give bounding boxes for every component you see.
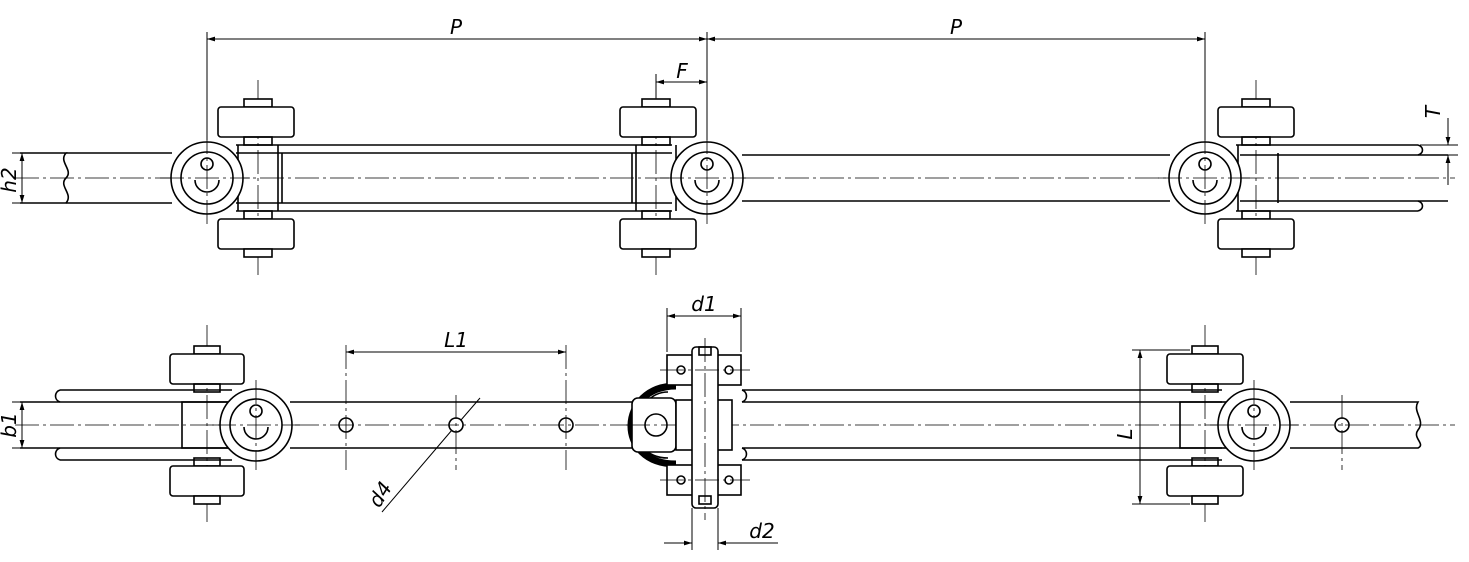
hole-2 — [448, 395, 464, 470]
dim-label-b1: b1 — [0, 412, 21, 437]
dim-width-b1: b1 — [0, 401, 58, 449]
dim-pitch-right: P — [707, 15, 1206, 140]
bottom-pin-right — [1166, 325, 1298, 522]
dim-label-d4: d4 — [363, 477, 397, 511]
hole-3 — [558, 345, 574, 470]
bar-left-break-bottom — [54, 447, 61, 461]
bar-right-break-top — [741, 389, 748, 403]
dim-hole-diameter-d4: d4 — [363, 397, 481, 513]
right-stub-break-bottom — [1417, 200, 1424, 212]
bar-right-end — [1290, 401, 1422, 449]
dim-length-l: L — [1113, 349, 1190, 505]
top-pin-3 — [1158, 80, 1295, 275]
dim-diameter-d2: d2 — [664, 508, 778, 550]
bar-left-break-top — [54, 389, 61, 403]
bottom-view: L1 d4 — [0, 292, 1455, 550]
dim-offset-f: F — [655, 59, 707, 98]
top-pin-2 — [619, 80, 750, 275]
dim-label-p-right: P — [950, 15, 963, 39]
dim-label-f: F — [676, 59, 688, 83]
dim-label-l1: L1 — [444, 328, 468, 352]
bar-right-break-bottom — [741, 447, 748, 461]
center-connector — [626, 338, 750, 520]
dim-hole-spacing-l1: L1 — [346, 328, 566, 355]
dim-height-h2: h2 — [0, 152, 60, 204]
left-chain-stub — [20, 152, 70, 204]
dim-thickness-t: T — [1420, 104, 1458, 185]
dim-label-p-left: P — [450, 15, 463, 39]
top-view: P P F T h2 — [0, 15, 1458, 275]
right-stub-break-top — [1417, 144, 1424, 156]
dim-label-l: L — [1113, 428, 1137, 439]
dim-diameter-d1: d1 — [666, 292, 742, 352]
dim-label-d2: d2 — [749, 519, 774, 543]
dim-label-d1: d1 — [691, 292, 716, 316]
dim-label-h2: h2 — [0, 167, 21, 192]
hole-4 — [1334, 395, 1350, 470]
bottom-pin-left — [169, 325, 300, 522]
dim-pitch-left: P — [206, 15, 708, 140]
hole-1 — [338, 345, 354, 470]
top-pin-1 — [160, 80, 295, 275]
dim-label-t: T — [1421, 104, 1445, 118]
